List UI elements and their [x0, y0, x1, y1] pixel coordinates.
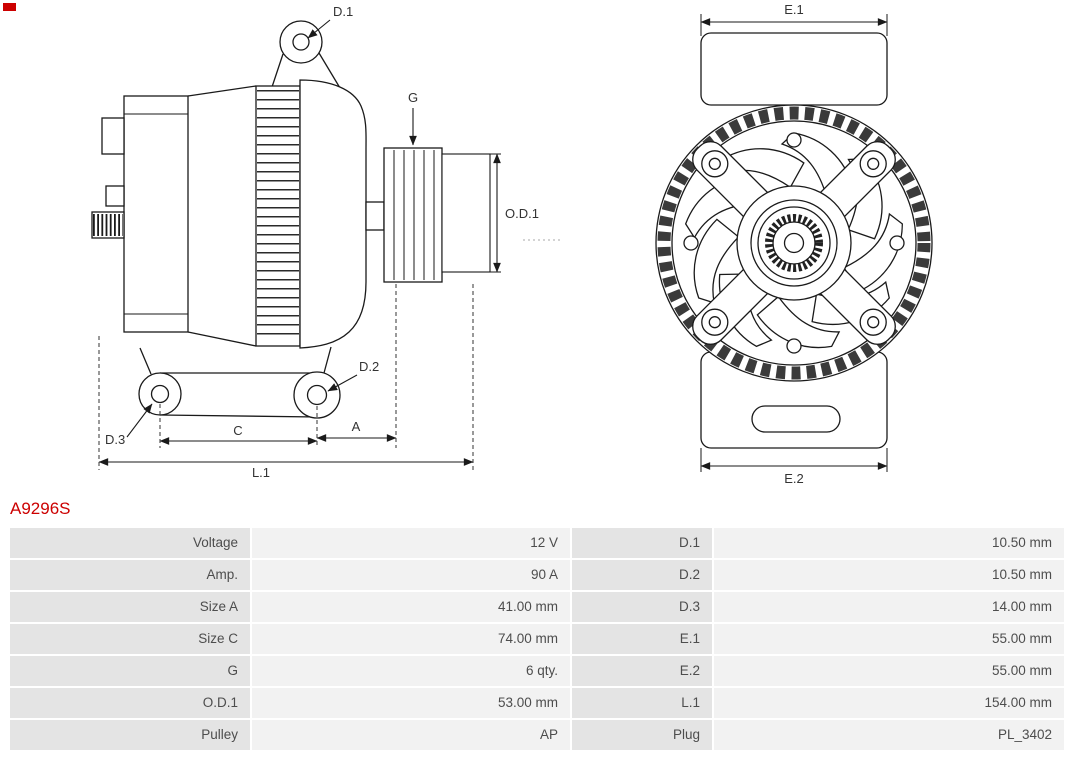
dim-d2: D.2 — [327, 359, 379, 392]
part-number: A9296S — [10, 499, 71, 518]
spec-value-e1: 55.00 mm — [714, 624, 1064, 654]
spec-value-plug: PL_3402 — [714, 720, 1064, 750]
spec-label-amp: Amp. — [10, 560, 250, 590]
spec-value-g: 6 qty. — [252, 656, 570, 686]
dim-label-e1: E.1 — [784, 2, 804, 17]
top-bracket — [700, 32, 888, 106]
spec-value-voltage: 12 V — [252, 528, 570, 558]
spec-value-od1: 53.00 mm — [252, 688, 570, 718]
spec-value-pulley: AP — [252, 720, 570, 750]
spec-label-e2: E.2 — [572, 656, 712, 686]
dim-label-d2: D.2 — [359, 359, 379, 374]
spec-label-d2: D.2 — [572, 560, 712, 590]
spec-label-d3: D.3 — [572, 592, 712, 622]
dim-label-d3: D.3 — [105, 432, 125, 447]
spec-label-plug: Plug — [572, 720, 712, 750]
through-bolts — [683, 132, 905, 354]
pulley — [365, 147, 491, 283]
front-housing — [299, 79, 367, 349]
brand-mark — [3, 3, 16, 11]
spec-label-od1: O.D.1 — [10, 688, 250, 718]
dim-c: C — [159, 404, 318, 448]
dim-label-e2: E.2 — [784, 471, 804, 486]
dim-label-d1: D.1 — [333, 4, 353, 19]
spec-label-pulley: Pulley — [10, 720, 250, 750]
dim-od1: O.D.1 — [442, 153, 539, 273]
spec-value-size-a: 41.00 mm — [252, 592, 570, 622]
dim-label-c: C — [233, 423, 242, 438]
dim-e2: E.2 — [700, 448, 888, 486]
dim-a: A — [316, 284, 397, 448]
dim-label-l1: L.1 — [252, 465, 270, 480]
dim-g: G — [408, 90, 418, 146]
center-pulley — [736, 185, 852, 301]
spec-value-amp: 90 A — [252, 560, 570, 590]
spec-label-size-a: Size A — [10, 592, 250, 622]
spec-value-l1: 154.00 mm — [714, 688, 1064, 718]
spec-label-size-c: Size C — [10, 624, 250, 654]
spec-value-d3: 14.00 mm — [714, 592, 1064, 622]
dim-d3: D.3 — [105, 403, 153, 447]
spec-table: Voltage 12 V D.1 10.50 mm Amp. 90 A D.2 … — [10, 528, 1064, 750]
dim-d1: D.1 — [307, 4, 353, 39]
rear-housing — [91, 95, 189, 333]
spec-value-size-c: 74.00 mm — [252, 624, 570, 654]
spec-label-l1: L.1 — [572, 688, 712, 718]
dim-label-a: A — [352, 419, 361, 434]
technical-drawing: O.D.1 G D.1 D.2 D.3 — [91, 2, 933, 486]
alternator-front-view: E.1 — [655, 2, 933, 486]
spec-value-d1: 10.50 mm — [714, 528, 1064, 558]
dim-l1: L.1 — [98, 284, 474, 480]
bracket-slot — [751, 405, 841, 433]
dim-label-g: G — [408, 90, 418, 105]
dim-label-od1: O.D.1 — [505, 206, 539, 221]
alternator-diagram-svg: O.D.1 G D.1 D.2 D.3 — [91, 2, 933, 486]
dim-e1: E.1 — [700, 2, 888, 36]
spec-label-d1: D.1 — [572, 528, 712, 558]
spec-value-e2: 55.00 mm — [714, 656, 1064, 686]
spec-label-e1: E.1 — [572, 624, 712, 654]
spec-label-g: G — [10, 656, 250, 686]
fin-stack — [255, 85, 301, 347]
spec-value-d2: 10.50 mm — [714, 560, 1064, 590]
mounting-lugs — [138, 346, 341, 419]
alternator-side-view: O.D.1 G D.1 D.2 D.3 — [91, 4, 560, 480]
spec-label-voltage: Voltage — [10, 528, 250, 558]
